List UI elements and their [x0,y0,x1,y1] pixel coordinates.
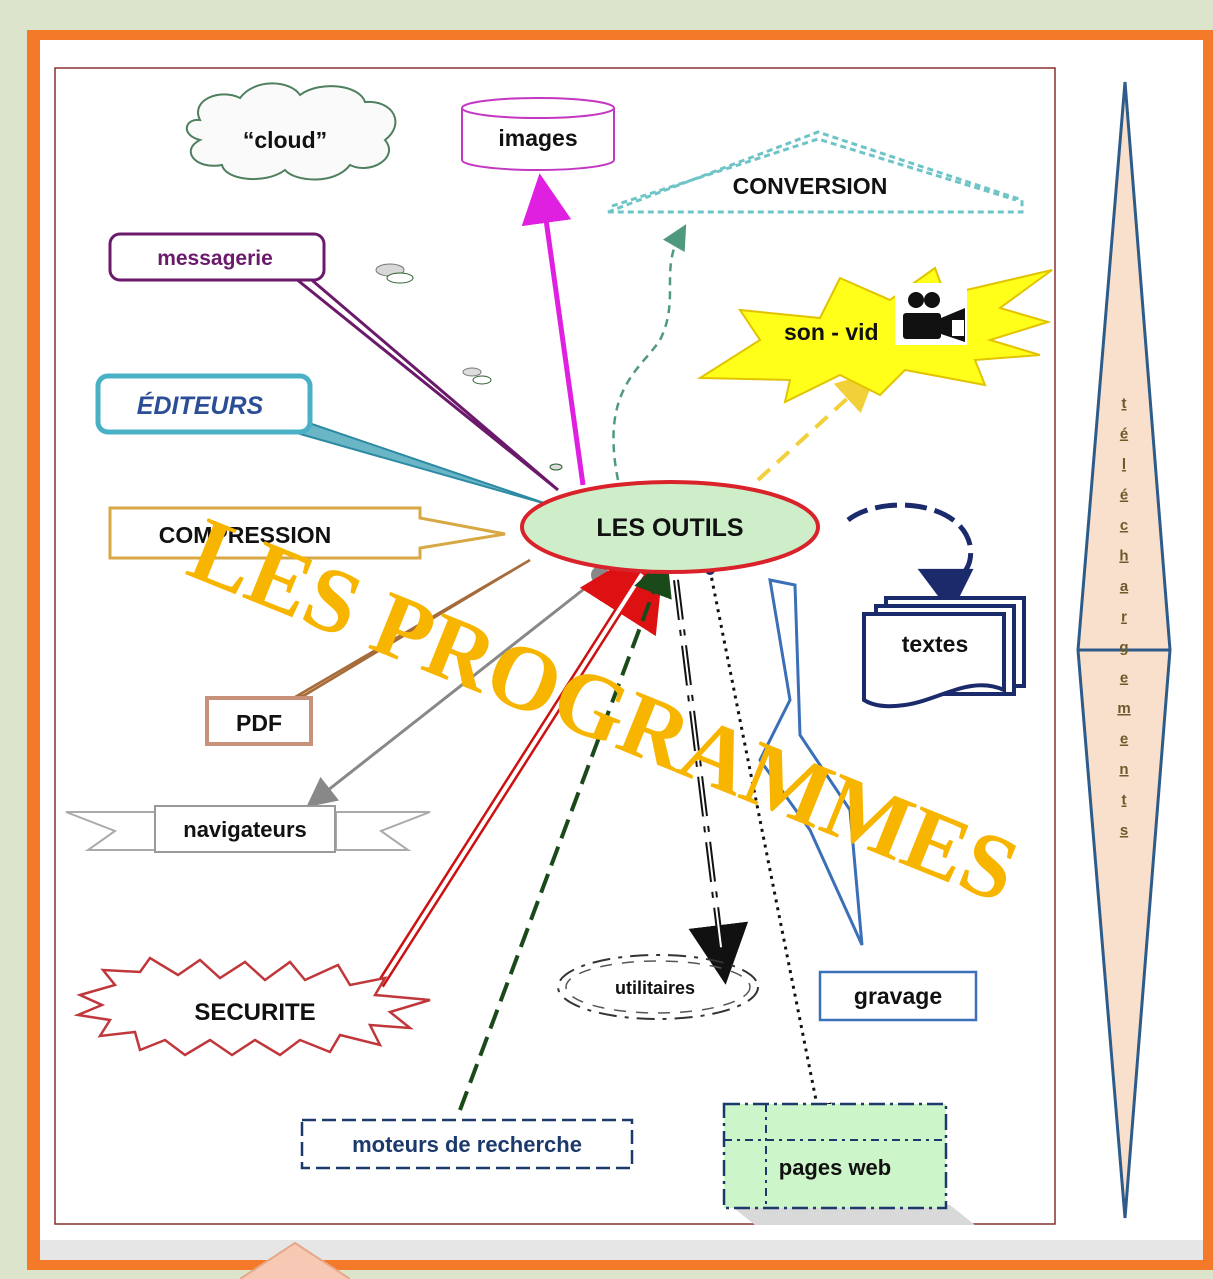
securite-label: SECURITE [194,999,315,1026]
navigateurs-node: navigateurs [65,805,431,853]
pdf-node: PDF [205,696,313,746]
images-node: images [461,97,615,171]
securite-node: SECURITE [73,956,431,1057]
downloads-letter: t [1122,792,1127,809]
white-panel [40,40,1203,1260]
gravage-node: gravage [818,970,978,1022]
images-label: images [498,125,577,151]
center-node: LES OUTILS [520,480,820,574]
downloads-letter: g [1119,639,1128,656]
connector-images [521,173,586,486]
textes-node: textes [862,596,1026,709]
pdf-label: PDF [236,710,282,736]
son-video-label: son - vid [784,319,879,345]
connector-textes [846,502,974,614]
conversion-label: CONVERSION [733,173,888,199]
bubble [549,463,563,471]
son-video-node: son - vid [696,266,1053,404]
connector-son-video [756,371,877,482]
connector-utilitaires-inner [675,579,723,956]
moteurs-label: moteurs de recherche [352,1132,582,1157]
downloads-letter: n [1119,761,1128,778]
textes-label: textes [902,631,968,657]
connector-pages-web [708,569,832,1135]
bottom-arrow-tip [239,1241,351,1279]
cloud-node: “cloud” [185,82,397,181]
connector-moteurs [458,555,672,1111]
bubble [472,375,492,385]
connector-gravage [758,578,864,946]
downloads-letter: h [1119,548,1128,565]
downloads-letter: s [1120,822,1128,839]
downloads-letter: a [1120,578,1129,595]
moteurs-node: moteurs de recherche [300,1118,634,1170]
navigateurs-label: navigateurs [183,817,307,842]
downloads-letter: r [1121,609,1127,626]
downloads-letter: m [1117,700,1130,717]
diagram-border [54,67,1056,1225]
connector-navigateurs [306,576,599,808]
bottom-shadow [40,1240,1203,1260]
editeurs-label: ÉDITEURS [137,391,264,420]
downloads-letter: e [1120,670,1128,687]
bubble [386,272,414,284]
compression-arrow [108,506,506,560]
bubble [462,367,482,377]
downloads-letter: l [1122,456,1126,473]
downloads-letter: t [1122,395,1127,412]
gravage-label: gravage [854,983,942,1009]
compression-label: COMPRESSION [159,522,332,548]
downloads-letter: é [1120,487,1128,504]
camera-icon [903,292,965,342]
conversion-node: CONVERSION [607,130,1024,214]
pages-web-label: pages web [779,1155,891,1180]
downloads-letter: e [1120,731,1128,748]
messagerie-node: messagerie [108,232,326,282]
connector-conversion [612,224,687,481]
cloud-label: “cloud” [243,127,327,153]
editeurs-node: ÉDITEURS [95,373,313,435]
downloads-letter: é [1120,426,1128,443]
downloads-letter: c [1120,517,1128,534]
connector-securite-inner [378,572,644,987]
center-label: LES OUTILS [596,514,743,542]
utilitaires-node: utilitaires [557,954,759,1020]
pages-web-node: pages web [722,1102,975,1225]
cloud-shape [185,82,397,181]
messagerie-label: messagerie [157,247,273,270]
utilitaires-label: utilitaires [615,978,695,998]
